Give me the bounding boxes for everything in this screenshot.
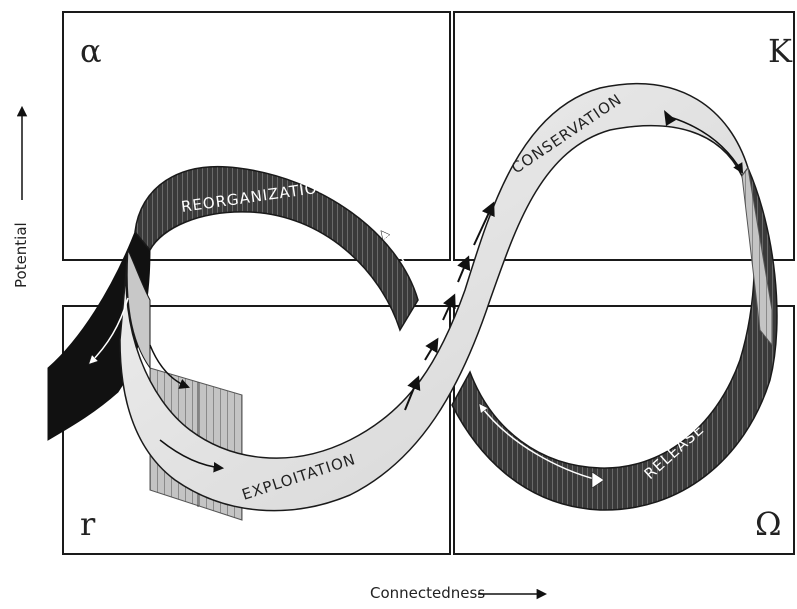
exploitation-arrow-chain xyxy=(404,375,421,411)
r-front-sweep xyxy=(126,249,151,370)
quadrant-omega-label: Ω xyxy=(755,505,782,543)
conservation-arrow-tail xyxy=(664,110,676,126)
k-edge-strip xyxy=(741,166,773,347)
quadrant-r-label: r xyxy=(80,505,96,543)
exploitation-arrow-4 xyxy=(457,255,471,283)
x-axis-label: Connectedness xyxy=(370,584,485,602)
release-arrow xyxy=(480,405,599,481)
reorganization-arrow xyxy=(382,232,417,281)
reorganization-ribbon xyxy=(134,166,419,332)
quadrant-alpha-label: α xyxy=(80,32,102,70)
release-arrow-tail xyxy=(591,471,605,489)
r-exit-arrow xyxy=(159,439,225,473)
exploitation-arrow-2 xyxy=(424,337,439,361)
exploitation-arrow-3 xyxy=(442,293,456,321)
conservation-arrow xyxy=(669,116,744,174)
exploitation-arrow-5 xyxy=(473,201,495,246)
quadrant-K-box xyxy=(453,11,795,261)
quadrant-omega-box xyxy=(453,305,795,555)
exploitation-conservation-ribbon xyxy=(119,83,749,512)
y-axis-label: Potential xyxy=(12,222,30,288)
tail-arrow xyxy=(90,297,129,363)
quadrant-alpha-box xyxy=(62,11,451,261)
quadrant-K-label: K xyxy=(768,32,793,70)
r-entry-arrow xyxy=(149,344,190,389)
